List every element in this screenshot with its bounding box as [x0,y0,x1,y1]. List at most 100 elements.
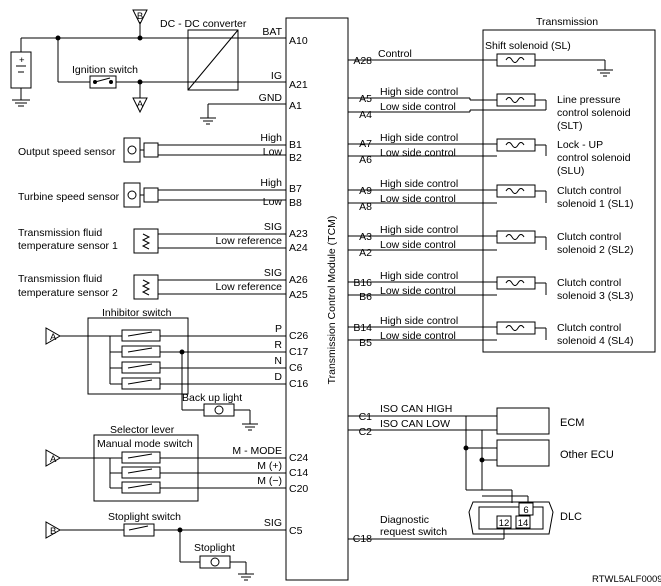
sl2-label: Clutch control [557,231,621,243]
low-side-label: Low side control [380,330,456,342]
output-low-label: Low [263,146,283,158]
pin-label: C16 [289,378,308,390]
sl4-label: Clutch control [557,322,621,334]
position-n-label: N [274,355,282,367]
position-p-label: P [275,323,282,335]
diag-label-2: request switch [380,526,447,538]
slu-label: control solenoid [557,152,631,164]
pin-label: C20 [289,483,308,495]
slu-label: (SLU) [557,165,584,177]
pin-label: A23 [289,228,308,240]
transmission-label: Transmission [536,16,598,28]
connector-b-triangle-stoplight [45,521,62,539]
fluid-temp-sensor-2-body [133,274,159,300]
output-speed-sensor-coil [143,142,159,158]
solenoid-slu [348,138,547,157]
bulb-icon [210,557,220,567]
stoplight-switch-label: Stoplight switch [108,511,181,523]
m-mode-label: M - MODE [232,445,282,457]
dlc-pin-6-label: 6 [523,505,528,516]
sl3-label: solenoid 3 (SL3) [557,290,633,302]
high-side-label: High side control [380,270,458,282]
pin-label: C6 [289,362,303,374]
high-side-label: High side control [380,132,458,144]
dlc-label: DLC [560,511,582,523]
fluid-1-lowref-label: Low reference [215,235,282,247]
pin-label: A3 [359,231,372,243]
can-high-label: ISO CAN HIGH [380,403,452,415]
pin-label: A26 [289,274,308,286]
pin-label: A21 [289,79,308,91]
slu-label: Lock - UP [557,139,603,151]
dlc-pin-14-label: 14 [518,518,529,529]
shift-solenoid-label: Shift solenoid (SL) [485,40,571,52]
battery-plus: + [19,55,25,66]
m-minus-label: M (−) [257,475,282,487]
selector-lever-box [93,434,199,502]
low-side-label: Low side control [380,101,456,113]
sl1-label: solenoid 1 (SL1) [557,198,633,210]
dlc-pin-14 [515,515,531,529]
connector-b-triangle-top [132,9,148,26]
connector-b-label: B [137,11,143,22]
solenoid-sl1 [348,184,547,204]
sl1-label: Clutch control [557,185,621,197]
tcm-box [285,17,349,581]
other-ecu-label: Other ECU [560,449,614,461]
high-side-label: High side control [380,178,458,190]
pin-label: A1 [289,100,302,112]
connector-a-triangle-top [132,97,148,114]
dlc-pin-6 [518,502,534,516]
pin-label: C1 [359,411,373,423]
high-side-label: High side control [380,86,458,98]
pin-label: A10 [289,35,308,47]
fluid-2-sig-label: SIG [264,267,282,279]
sl4-label: solenoid 4 (SL4) [557,335,633,347]
pin-label: C26 [289,330,308,342]
fluid-sensor-1-label-1: Transmission fluid [18,227,102,239]
fluid-sensor-1-label-2: temperature sensor 1 [18,240,118,252]
slt-label: (SLT) [557,120,582,132]
fluid-temp-sensor-1-body [133,228,159,254]
selector-lever-label: Selector lever [110,424,175,436]
pin-label: C14 [289,467,308,479]
solenoid-coil-icon [505,57,525,63]
ecm-box [496,407,550,435]
dcdc-converter-label: DC - DC converter [160,18,247,30]
tcm-label: Transmission Control Module (TCM) [326,216,338,385]
turbine-speed-sensor-label: Turbine speed sensor [18,191,120,203]
pin-label: B5 [359,337,372,349]
sl2-label: solenoid 2 (SL2) [557,244,633,256]
output-speed-sensor-body [123,137,141,163]
pin-label: B8 [289,197,302,209]
tcm-left-pins: A10 A21 A1 B1 B2 B7 B8 A23 A24 A26 A25 C… [289,35,308,537]
sl3-label: Clutch control [557,277,621,289]
turbine-speed-sensor-coil [143,187,159,203]
dlc-pin-12-label: 12 [499,518,510,529]
fluid-sensor-2-label-2: temperature sensor 2 [18,287,118,299]
shift-solenoid-symbol [496,53,536,67]
pin-label: B7 [289,183,302,195]
low-side-label: Low side control [380,193,456,205]
dcdc-converter-box [187,29,239,91]
gear-icon [127,145,137,155]
slt-label: Line pressure [557,94,621,106]
transmission-box [482,29,656,353]
pin-label: A4 [359,109,372,121]
pin-label: B14 [353,322,372,334]
solenoid-sl4 [348,321,547,341]
thermistor-icon [141,233,151,250]
thermistor-icon [141,279,151,296]
back-up-light-label: Back up light [182,392,242,404]
ignition-switch-label: Ignition switch [72,64,138,76]
pin-label: A24 [289,242,308,254]
turbine-speed-sensor-body [123,182,141,208]
stoplight-sig-label: SIG [264,517,282,529]
high-side-label: High side control [380,315,458,327]
position-d-label: D [274,371,282,383]
connector-a-label: A [50,332,57,343]
pin-label: A25 [289,289,308,301]
solenoid-slt [348,93,547,113]
